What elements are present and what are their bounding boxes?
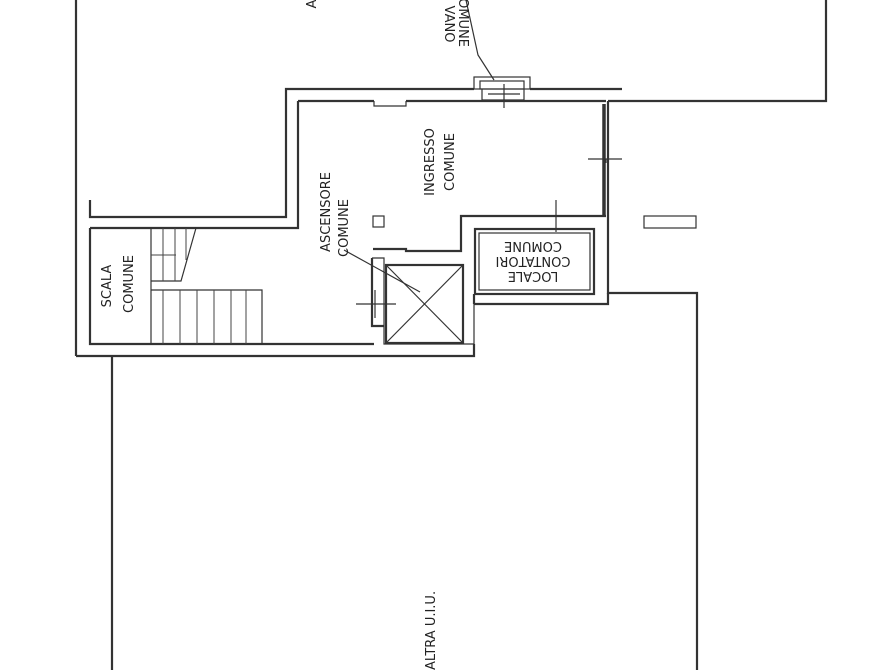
label-ingresso-line1: INGRESSO — [423, 128, 438, 196]
label-top-partial: A — [305, 0, 320, 8]
label-locale-line2: CONTATORI — [496, 253, 571, 268]
lower-unit-walls — [76, 344, 476, 670]
scala-comune — [88, 226, 298, 346]
label-vano-line2: COMUNE — [455, 0, 470, 47]
label-locale-line1: LOCALE — [508, 268, 558, 283]
label-altra-uiu: ALTRA U.I.U. — [424, 591, 439, 670]
locale-contatori — [472, 227, 610, 306]
label-scala-line2: COMUNE — [122, 255, 137, 313]
label-vano-line1: VANO — [441, 6, 456, 43]
label-locale-line3: COMUNE — [504, 238, 562, 253]
label-ingresso-line2: COMUNE — [443, 133, 458, 191]
label-ascensore-line1: ASCENSORE — [319, 172, 334, 252]
upper-unit-walls — [74, 0, 828, 356]
label-scala-line1: SCALA — [100, 265, 115, 308]
vano-comune-niche — [465, 0, 531, 108]
ascensore-comune — [298, 249, 475, 346]
ingresso-walls — [151, 99, 622, 253]
right-side-walls — [606, 101, 699, 670]
label-ascensore-line2: COMUNE — [337, 199, 352, 257]
